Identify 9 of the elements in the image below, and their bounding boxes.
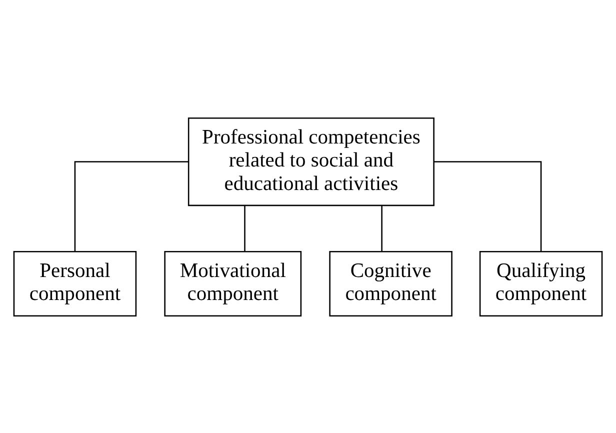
node-box: Qualifying component: [479, 250, 603, 316]
node-box: Cognitive component: [329, 250, 452, 316]
connector: [74, 160, 189, 251]
node-box: Personal component: [13, 250, 137, 316]
connector: [244, 204, 246, 251]
connector: [434, 160, 542, 251]
node-box: Professional competencies related to social and educational activities: [188, 117, 434, 206]
node-box: Motivational component: [164, 250, 302, 316]
connector: [381, 204, 382, 251]
